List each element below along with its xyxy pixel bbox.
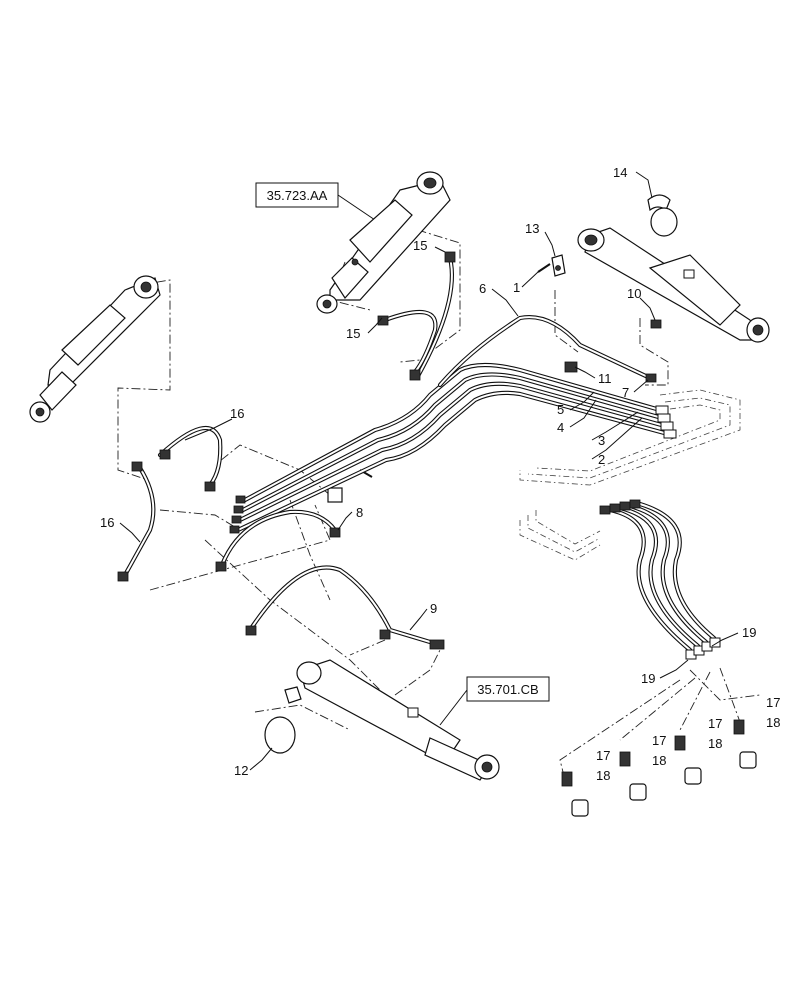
callout-18-c: 18 [708, 736, 722, 751]
callout-18-a: 18 [596, 768, 610, 783]
adapters-and-caps [561, 719, 757, 817]
part-14-boot[interactable] [647, 194, 678, 237]
callout-numbers: 1 2 3 4 5 6 7 8 9 10 11 12 13 14 15 15 1… [100, 165, 780, 783]
callout-2: 2 [598, 452, 605, 467]
callout-19-left: 19 [641, 671, 655, 686]
callout-4: 4 [557, 420, 564, 435]
hoses [122, 255, 717, 653]
cylinder-lower[interactable] [296, 659, 500, 781]
callout-6: 6 [479, 281, 486, 296]
callout-15-lower: 15 [346, 326, 360, 341]
alignment-lines [117, 219, 761, 781]
callout-18-b: 18 [652, 753, 666, 768]
callout-14: 14 [613, 165, 627, 180]
reference-label-lower: 35.701.CB [477, 682, 538, 697]
callout-17-c: 17 [708, 716, 722, 731]
part-12-seal-kit[interactable] [264, 686, 302, 754]
hose-fittings [117, 251, 721, 660]
callout-17-d: 17 [766, 695, 780, 710]
callout-19-right: 19 [742, 625, 756, 640]
part-13-clamp[interactable] [551, 254, 566, 277]
callout-5: 5 [557, 402, 564, 417]
callout-16-lower: 16 [100, 515, 114, 530]
routing-frame-lower [519, 510, 601, 561]
callout-3: 3 [598, 433, 605, 448]
cylinder-left[interactable] [29, 275, 161, 423]
callout-13: 13 [525, 221, 539, 236]
part-1-bolt[interactable] [537, 263, 551, 273]
callout-12: 12 [234, 763, 248, 778]
reference-label-upper: 35.723.AA [267, 188, 328, 203]
callout-8: 8 [356, 505, 363, 520]
callout-16-upper: 16 [230, 406, 244, 421]
callout-1: 1 [513, 280, 520, 295]
callout-leaders [119, 171, 739, 771]
part-10-fitting[interactable] [650, 319, 662, 329]
callout-17-a: 17 [596, 748, 610, 763]
callout-18-d: 18 [766, 715, 780, 730]
callout-9: 9 [430, 601, 437, 616]
reference-box-upper[interactable]: 35.723.AA [255, 182, 339, 208]
callout-15-upper: 15 [413, 238, 427, 253]
callout-10: 10 [627, 286, 641, 301]
callout-17-b: 17 [652, 733, 666, 748]
routing-frame-upper [519, 389, 741, 486]
callout-7: 7 [622, 385, 629, 400]
callout-11: 11 [598, 371, 612, 386]
cylinder-right[interactable] [577, 227, 770, 343]
boom-cylinder-upper[interactable] [316, 171, 451, 314]
part-11-elbow[interactable] [564, 361, 578, 373]
reference-box-lower[interactable]: 35.701.CB [466, 676, 550, 702]
